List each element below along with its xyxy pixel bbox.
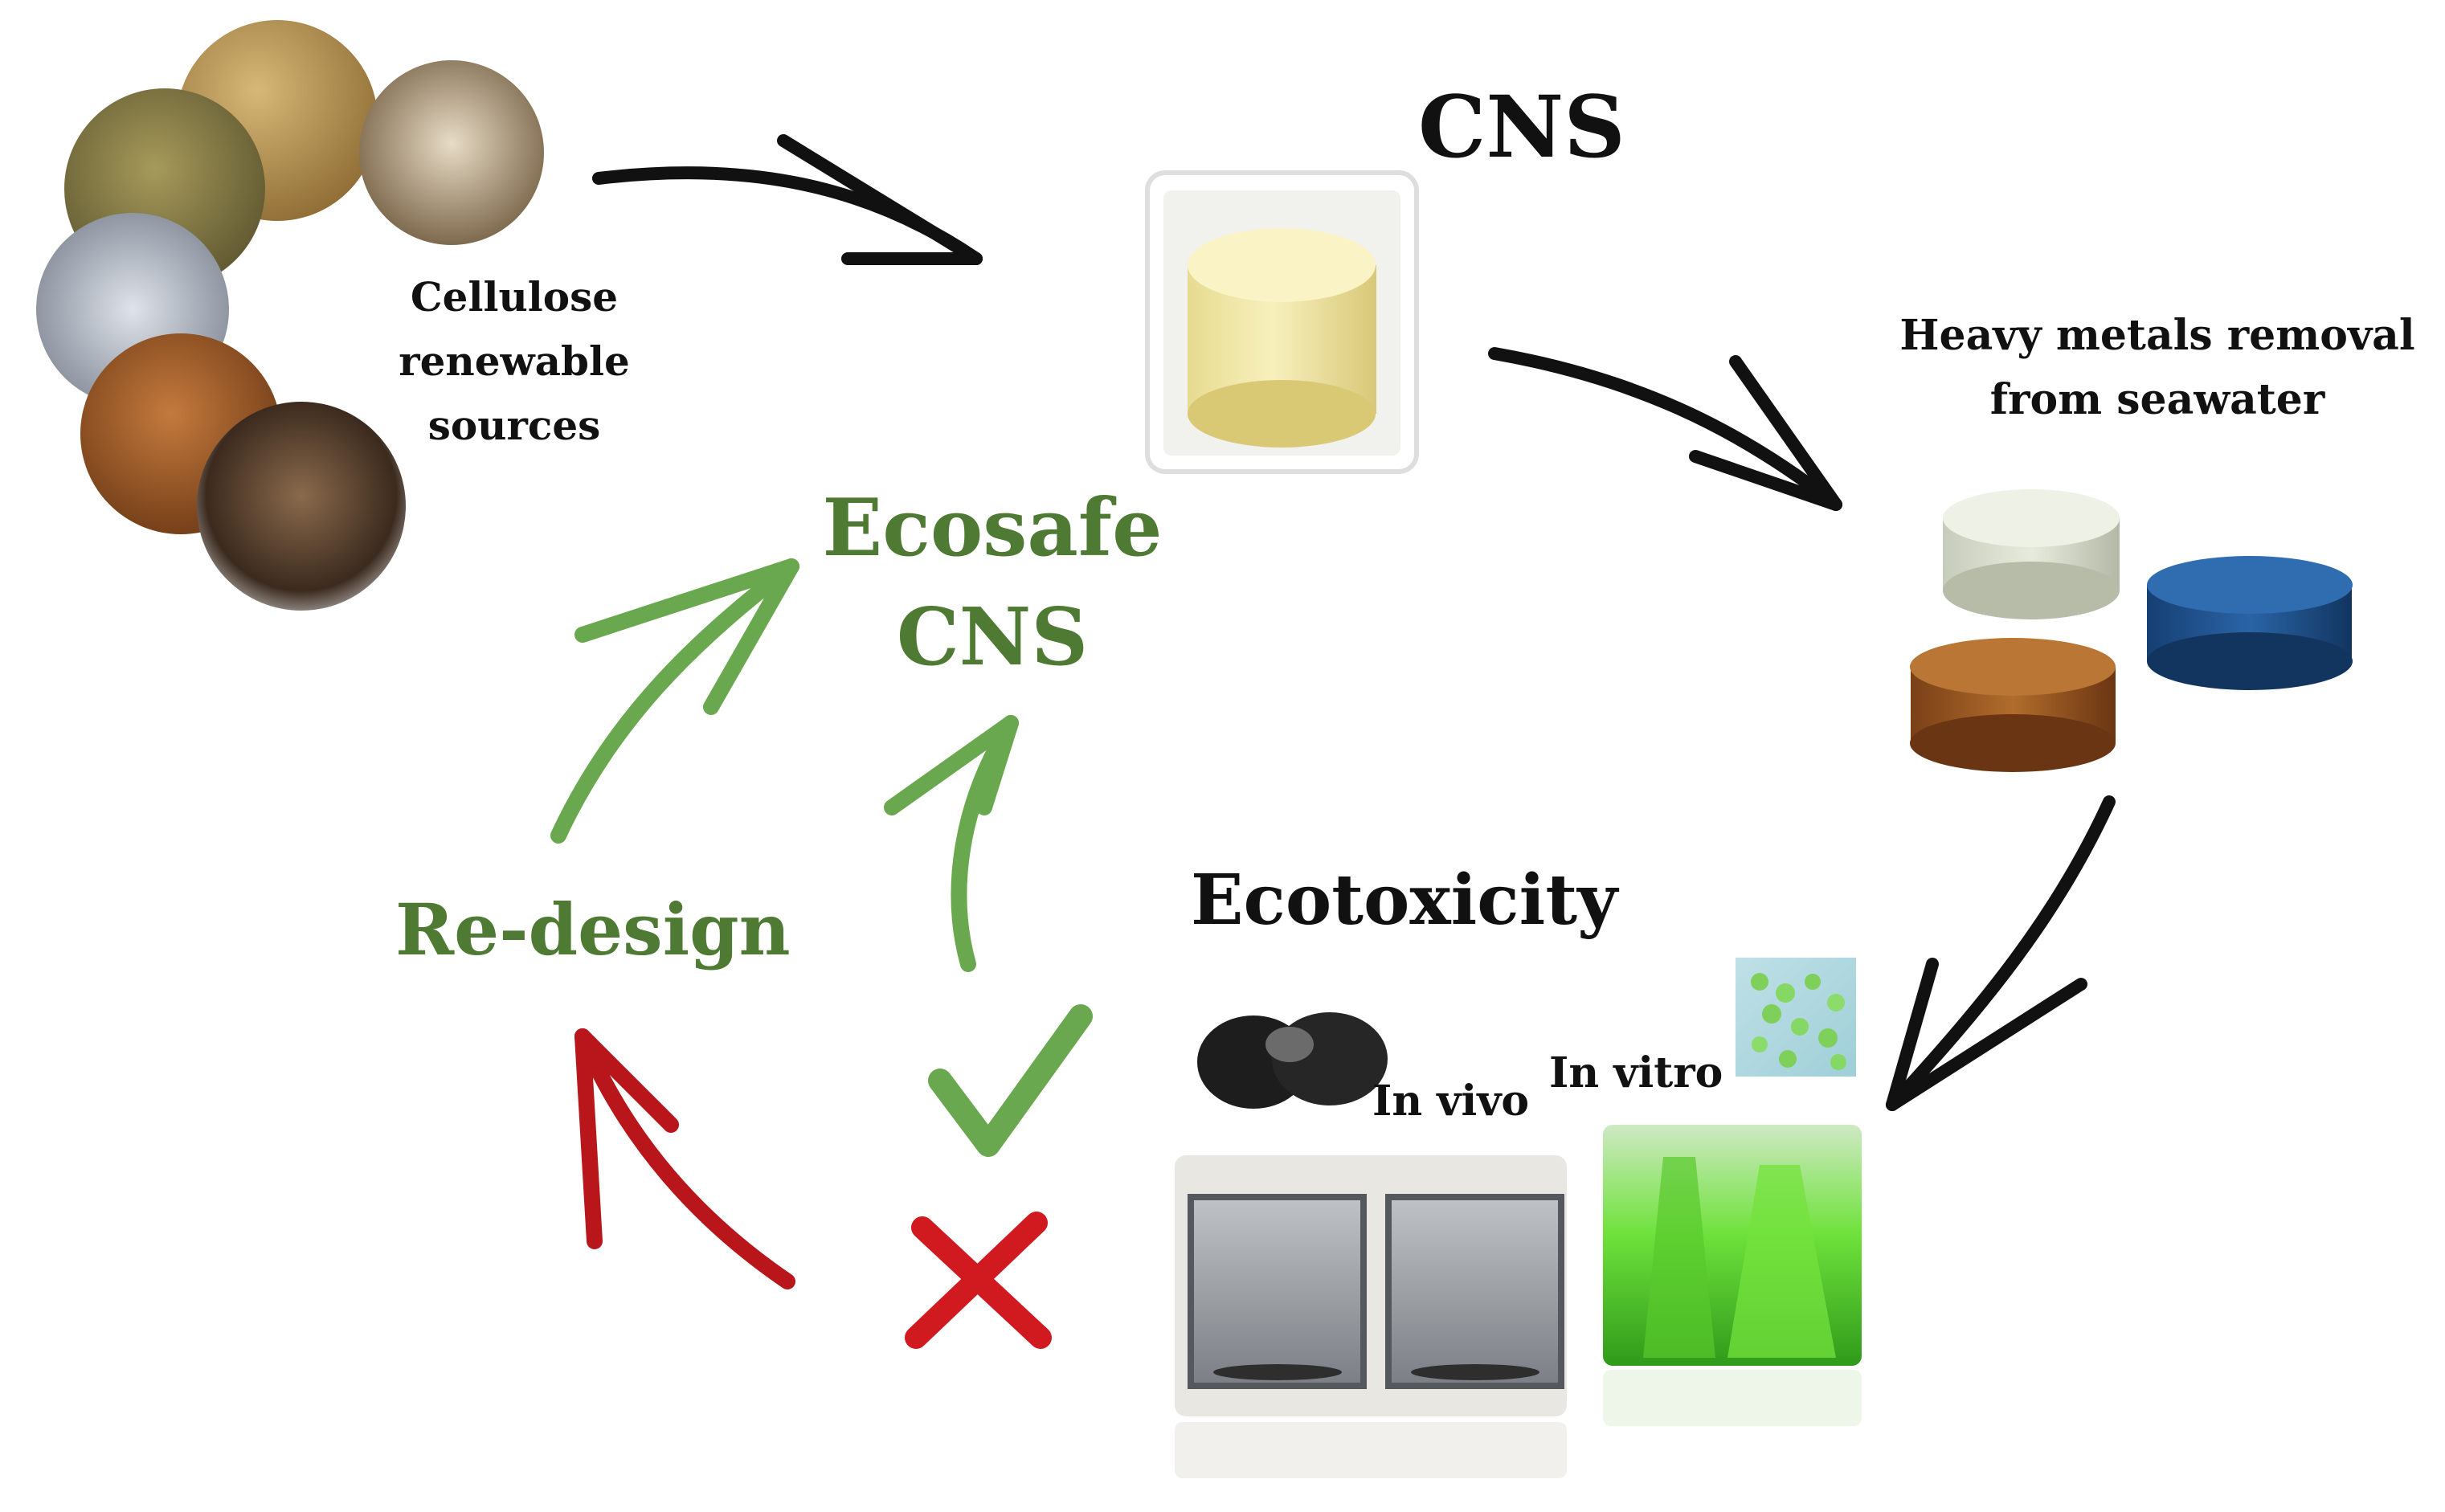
white-sponge <box>1943 489 2120 619</box>
algae-flasks-photo <box>1603 1125 1862 1426</box>
arrow-removal-to-ecotoxicity <box>1886 795 2116 1111</box>
arrow-redesign-to-ecosafe <box>550 558 799 844</box>
ecosafe-cns-label: Ecosafe CNS <box>822 482 1163 684</box>
blue-sponge <box>2147 556 2353 690</box>
brown-sponge <box>1910 638 2116 772</box>
microalgae-micrograph <box>1736 958 1856 1077</box>
seaweed-photo <box>197 402 406 611</box>
cns-sponge-photo <box>1145 170 1419 474</box>
wood-shavings-photo <box>359 60 544 245</box>
redesign-label: Re-design <box>395 888 791 971</box>
in-vivo-label: In vivo <box>1372 1077 1530 1126</box>
heavy-metals-label: Heavy metals removal from seawater <box>1899 311 2415 424</box>
checkmark-icon <box>928 1004 1093 1157</box>
cns-title: CNS <box>1418 76 1625 177</box>
ecotoxicity-label: Ecotoxicity <box>1191 860 1618 941</box>
arrow-cns-to-removal <box>1488 347 1842 511</box>
cellulose-sources-label: Cellulose renewable sources <box>399 273 630 449</box>
cross-icon <box>905 1212 1052 1349</box>
arrow-fail-to-redesign <box>574 1028 795 1289</box>
arrow-sources-to-cns <box>592 134 983 265</box>
aquarium-tanks-photo <box>1175 1155 1567 1478</box>
mussel-photo <box>1197 1012 1388 1109</box>
arrow-check-to-ecosafe <box>884 715 1019 972</box>
in-vitro-label: In vitro <box>1549 1048 1723 1097</box>
metal-loaded-sponges-photo <box>1910 489 2353 772</box>
cellulose-sources-cluster <box>36 20 544 611</box>
